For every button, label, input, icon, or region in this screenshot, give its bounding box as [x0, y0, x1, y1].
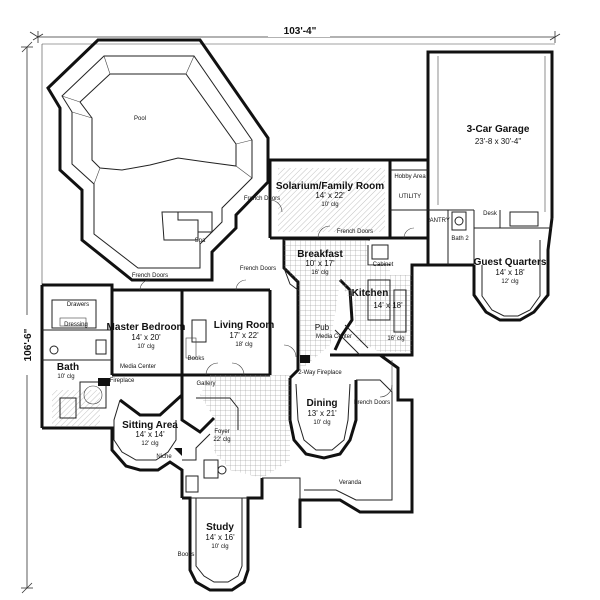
niche-label: Niche — [156, 454, 172, 460]
sitting-area-walls — [113, 399, 177, 461]
cabinet-label: Cabinet — [373, 262, 394, 268]
pool — [46, 38, 270, 282]
garage-interior — [437, 56, 546, 231]
kitchen-fixtures — [334, 244, 407, 356]
study-clg: 10' clg — [211, 544, 228, 550]
foyer-clg: 22' clg — [213, 437, 230, 443]
drawers-label: Drawers — [67, 302, 89, 308]
french-doors-solarium: French Doors — [244, 196, 280, 202]
guest-name: Guest Quarters — [474, 257, 547, 268]
guest-bay — [481, 240, 541, 317]
tile-areas — [52, 168, 412, 478]
master-name: Master Bedroom — [107, 322, 186, 333]
breakfast-size: 10' x 17' — [305, 259, 335, 268]
hobby-label: Hobby Area — [394, 174, 426, 180]
dining-walls — [288, 378, 358, 460]
kitchen-clg: 16' clg — [387, 336, 404, 342]
kitchen-name: Kitchen — [352, 288, 389, 299]
dimension-lines — [21, 31, 561, 594]
fireplace-label: Fireplace — [110, 378, 135, 384]
bath2-label: Bath 2 — [451, 236, 469, 242]
guest-clg: 12' clg — [501, 279, 518, 285]
living-clg: 18' clg — [235, 342, 252, 348]
media-center-master: Media Center — [120, 364, 156, 370]
french-doors-living: French Doors — [240, 266, 276, 272]
breakfast-name: Breakfast — [297, 249, 343, 260]
bath-name: Bath — [57, 362, 79, 373]
foyer-name: Foyer — [214, 429, 229, 435]
overall-width: 103'-4" — [284, 26, 317, 37]
dining-name: Dining — [306, 398, 337, 409]
dining-size: 13' x 21' — [307, 409, 337, 418]
two-way-fireplace-label: 2-Way Fireplace — [298, 370, 342, 376]
study-name: Study — [206, 522, 234, 533]
gallery-label: Gallery — [196, 381, 215, 387]
solarium-clg: 10' clg — [321, 202, 338, 208]
pool-label: Pool — [134, 116, 146, 122]
study-walls — [190, 497, 248, 583]
desk-label: Desk — [483, 211, 498, 217]
french-doors-breakfast: French Doors — [337, 229, 373, 235]
books-study: Books — [178, 552, 195, 558]
garage-size: 23'-8 x 30'-4" — [475, 137, 522, 146]
breakfast-clg: 16' clg — [311, 270, 328, 276]
guest-size: 14' x 18' — [495, 268, 525, 277]
bath-clg: 10' clg — [57, 374, 74, 380]
books-living: Books — [188, 356, 205, 362]
spa-label: Spa — [195, 238, 206, 244]
veranda-label: Veranda — [339, 480, 362, 486]
french-doors-master: French Doors — [132, 273, 168, 279]
master-fixtures — [49, 299, 207, 419]
pantry-label: PANTRY — [426, 218, 450, 224]
pub-label: Pub — [315, 323, 330, 332]
dressing-label: Dressing — [64, 322, 88, 328]
fireplace-marks — [98, 355, 310, 456]
sitting-size: 14' x 14' — [135, 430, 165, 439]
study-size: 14' x 16' — [205, 533, 235, 542]
utility-label: UTILITY — [399, 194, 421, 200]
solarium-size: 14' x 22' — [315, 191, 345, 200]
sitting-name: Sitting Area — [122, 420, 178, 431]
door-swings — [139, 199, 415, 398]
master-size: 14' x 20' — [131, 333, 161, 342]
sitting-clg: 12' clg — [141, 441, 158, 447]
media-center-pub: Media Center — [316, 334, 352, 340]
solarium-name: Solarium/Family Room — [276, 181, 384, 192]
garage-name: 3-Car Garage — [467, 124, 530, 135]
master-clg: 10' clg — [137, 344, 154, 350]
overall-depth: 106'-6" — [23, 328, 34, 361]
exterior-walls — [40, 50, 554, 592]
living-name: Living Room — [214, 320, 275, 331]
foyer-fixtures — [185, 397, 239, 493]
french-doors-dining: French Doors — [354, 400, 390, 406]
living-size: 17' x 22' — [229, 331, 259, 340]
veranda — [262, 353, 414, 528]
kitchen-size: 14' x 18' — [373, 301, 403, 310]
dining-clg: 10' clg — [313, 420, 330, 426]
